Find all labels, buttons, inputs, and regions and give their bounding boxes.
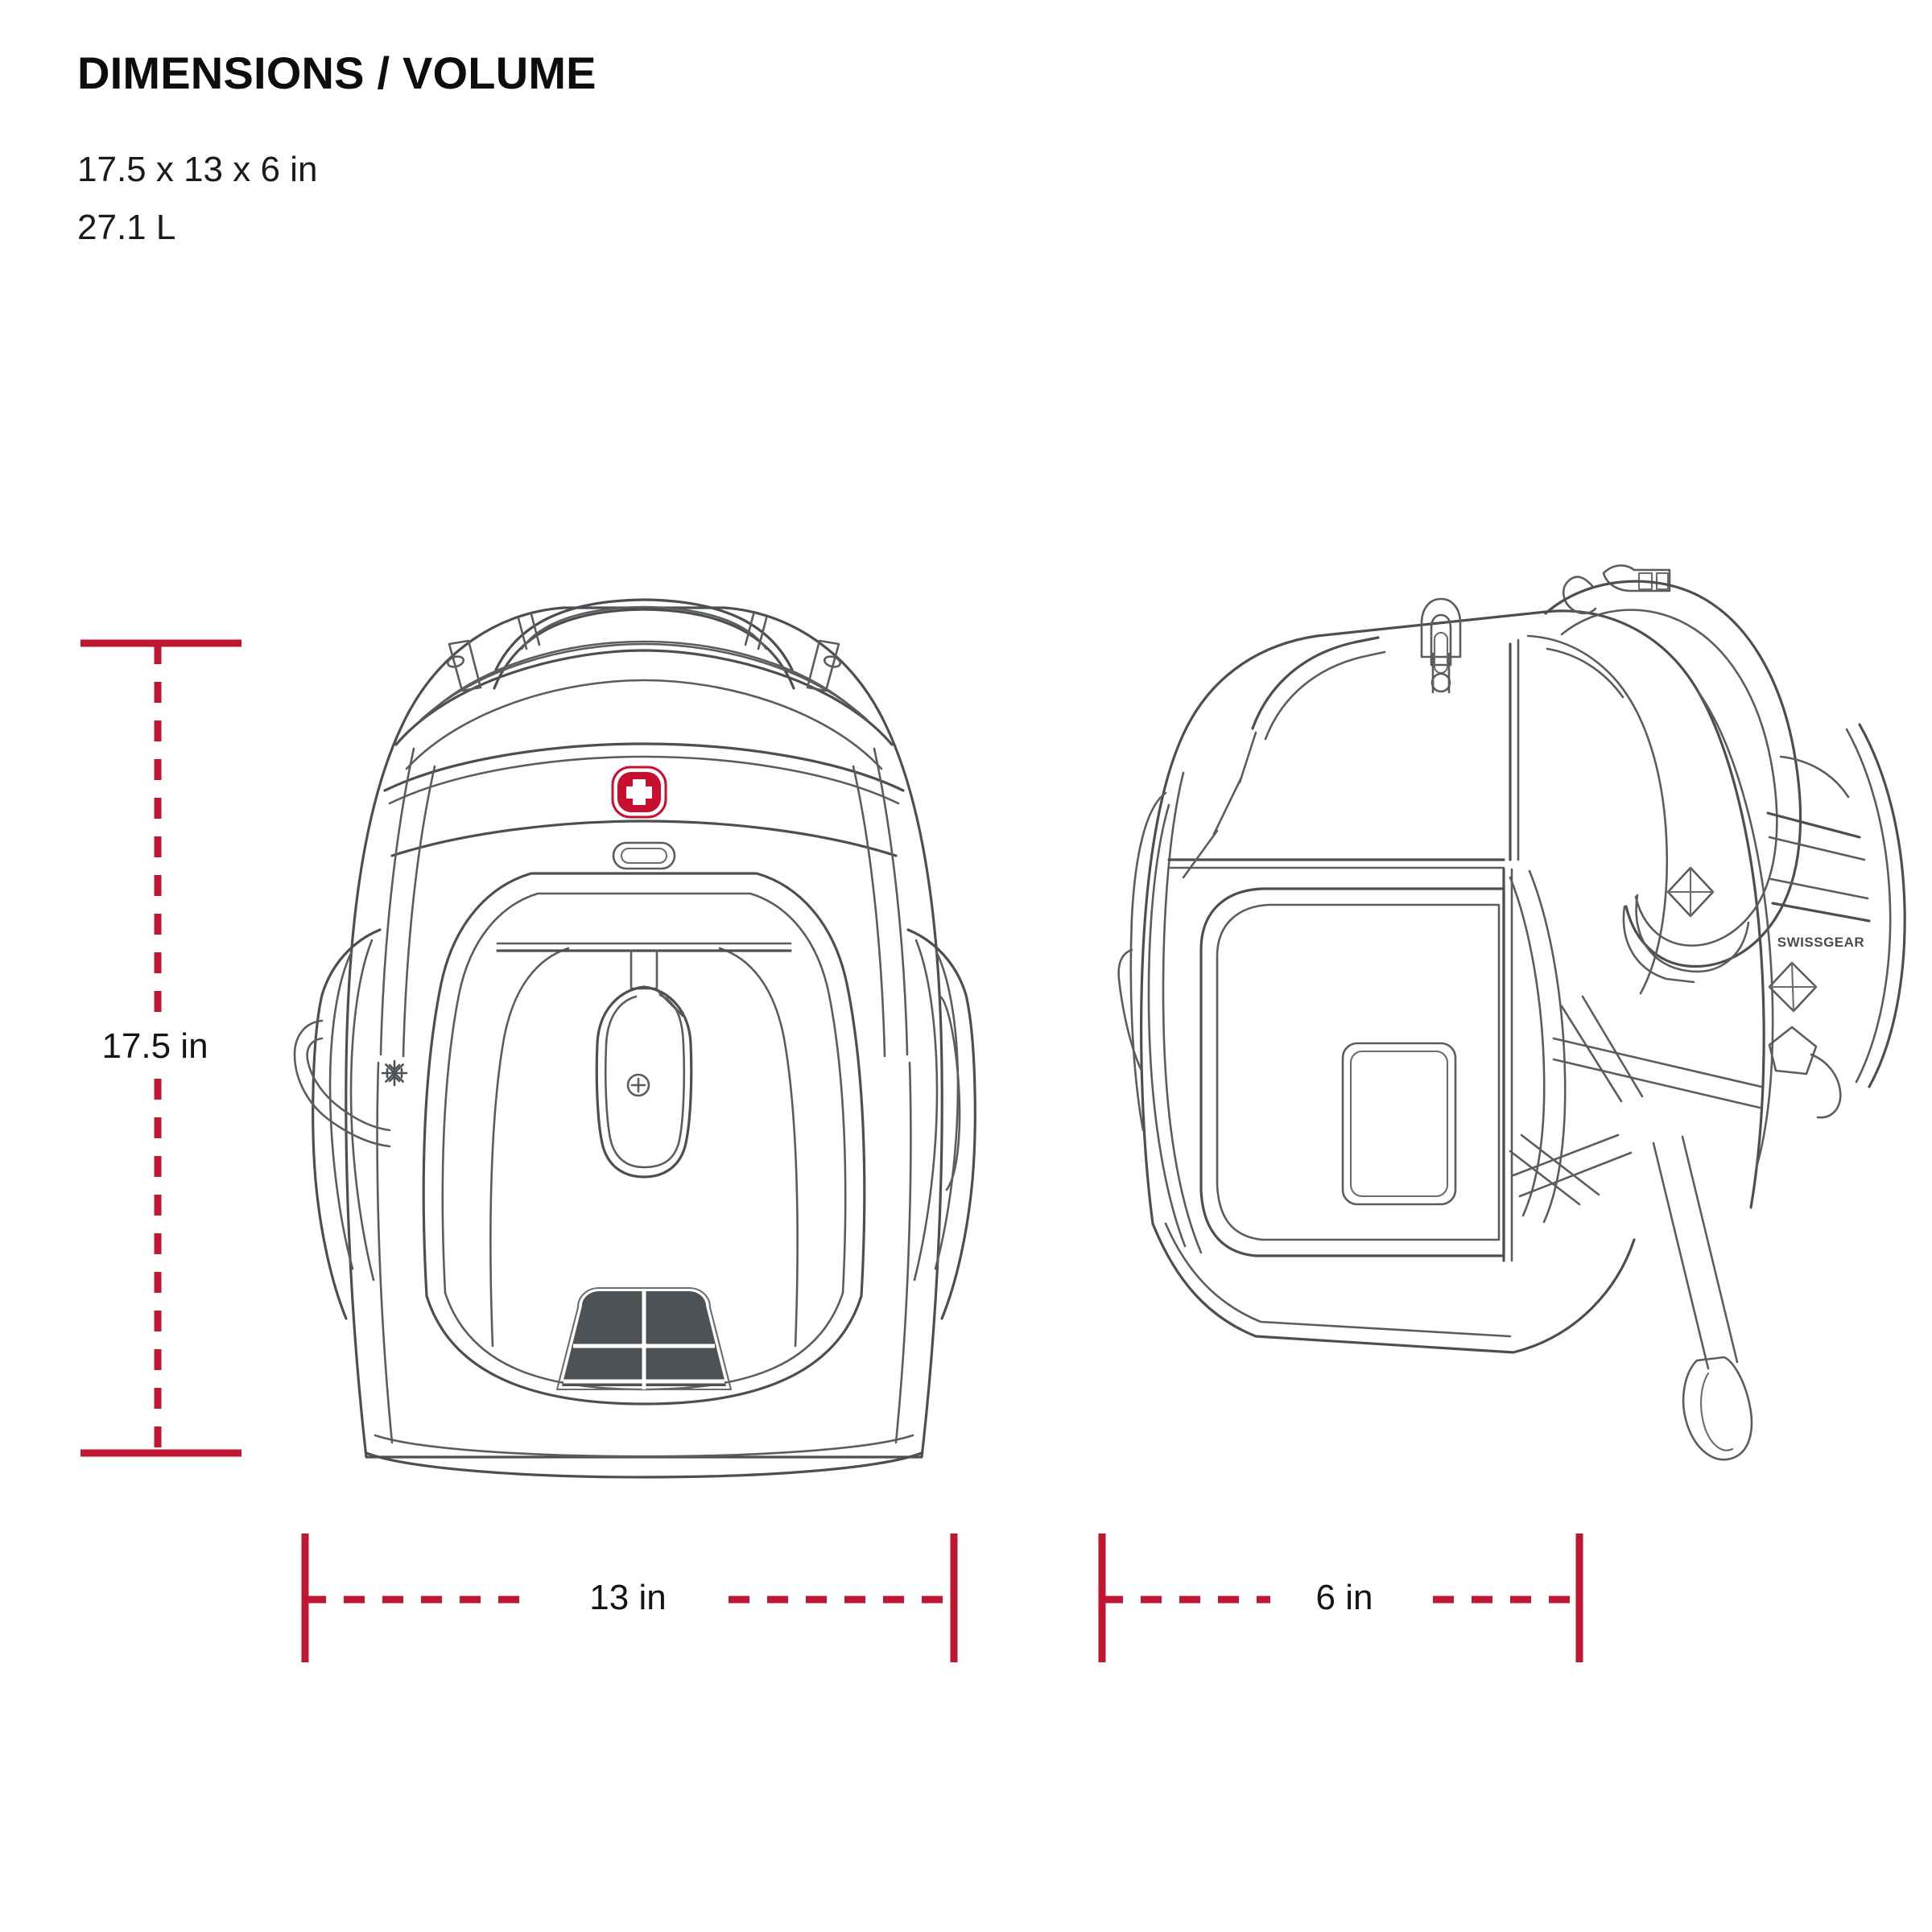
side-top-handle [1182, 636, 1386, 879]
shoulder-strap [1544, 580, 1802, 984]
backpack-side-view: SWISSGEAR [1117, 564, 1906, 1461]
strap-diamond-stitch [1666, 866, 1715, 918]
backpack-front-view [293, 598, 976, 1479]
height-dimension-line [80, 639, 242, 1457]
size-summary-line: 17.5 x 13 x 6 in [77, 150, 318, 189]
front-right-side-pocket [906, 928, 976, 1320]
snowflake-icon [381, 1059, 408, 1087]
depth-dimension-line [1098, 1534, 1583, 1662]
height-dimension-label: 17.5 in [101, 1026, 208, 1066]
laptop-pocket-window [1341, 1042, 1457, 1206]
strap-adjuster-buckle [1768, 961, 1842, 1119]
side-front-pocket [1199, 887, 1505, 1257]
strap-tail [1652, 1135, 1753, 1461]
depth-dimension-label: 6 in [1315, 1578, 1373, 1617]
width-dimension-line [301, 1534, 958, 1662]
width-dimension-label: 13 in [589, 1578, 667, 1617]
side-zipper-pull [1420, 597, 1462, 694]
lower-webbing-straps [1509, 995, 1763, 1206]
front-left-side-pocket [293, 928, 391, 1320]
page-title: DIMENSIONS / VOLUME [77, 47, 597, 98]
swiss-cross-icon [611, 766, 667, 819]
front-pocket-grab-tab [612, 841, 676, 870]
carabiner-icon [595, 985, 693, 1179]
swissgear-wordmark: SWISSGEAR [1777, 935, 1864, 950]
side-top-hook [1562, 564, 1671, 615]
reflective-stripe-patch [555, 1286, 733, 1391]
volume-summary-line: 27.1 L [77, 208, 176, 247]
